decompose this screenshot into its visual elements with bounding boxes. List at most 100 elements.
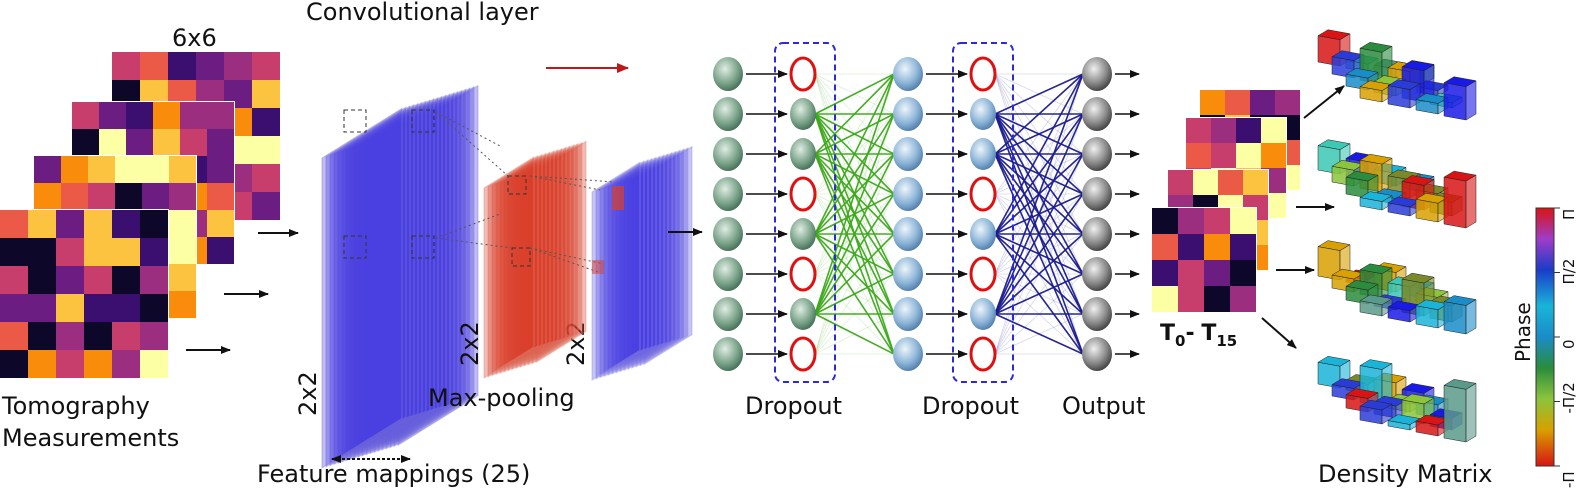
heatmap-cell <box>99 129 126 156</box>
pooled-feature <box>592 260 604 274</box>
dense-edge-navy <box>994 233 1084 315</box>
dropout-kept-node <box>970 218 996 250</box>
hidden-node <box>893 177 923 211</box>
filter-link <box>529 175 601 191</box>
conv-layer <box>321 107 403 469</box>
heatmap-cell <box>153 102 180 129</box>
heatmap-cell <box>252 136 280 164</box>
filter-link <box>435 111 509 177</box>
heatmap-cell <box>56 210 84 238</box>
dropout-kept-node <box>790 298 816 330</box>
filter-link <box>529 175 615 183</box>
heatmap-cell <box>140 52 168 80</box>
bar-front <box>1443 385 1467 443</box>
tomogram-cell <box>1236 118 1261 143</box>
heatmap-cell <box>84 210 112 238</box>
filter-window <box>343 235 367 259</box>
output-node <box>1082 297 1112 331</box>
heatmap-cell <box>169 291 196 318</box>
dense-edge-green <box>814 73 895 315</box>
tomogram-cell <box>1178 260 1204 286</box>
hidden-node <box>893 137 923 171</box>
hidden-node <box>893 257 923 291</box>
heatmap-cell <box>207 183 234 210</box>
tomogram-cell <box>1211 143 1236 168</box>
heatmap-cell <box>0 238 28 266</box>
dropout-kept-node <box>790 98 816 130</box>
pooled-feature <box>612 186 624 210</box>
dense-edge-navy <box>994 233 1084 355</box>
density-matrix-plot <box>1317 356 1477 443</box>
heatmap-cell <box>56 294 84 322</box>
tomogram-cell <box>1261 143 1286 168</box>
heatmap-cell <box>112 322 140 350</box>
dense-edge-navy <box>994 73 1084 235</box>
heatmap-cell <box>34 183 61 210</box>
heatmap-cell <box>140 322 168 350</box>
dropped-node <box>789 256 817 292</box>
conv-connection-lines <box>343 109 624 274</box>
dense-edge-green <box>814 73 895 235</box>
colorbar-title: Phase <box>1511 302 1535 362</box>
heatmap-cell <box>140 294 168 322</box>
output-node <box>1082 217 1112 251</box>
dense-edge-navy <box>994 73 1084 155</box>
filter-window <box>511 247 531 267</box>
dense-edge-green <box>814 153 895 355</box>
dense-edge-navy <box>994 73 1084 195</box>
colorbar-tick-label: -Π/2 <box>1560 382 1578 413</box>
heatmap-cell <box>142 183 169 210</box>
heatmap-cell <box>252 108 280 136</box>
heatmap-cell <box>84 322 112 350</box>
dense-edge-navy <box>994 313 1084 355</box>
dense-edge-navy <box>994 73 1084 275</box>
heatmap-cell <box>84 238 112 266</box>
tomogram-cell <box>1250 90 1275 115</box>
heatmap-cell <box>168 52 196 80</box>
heatmap-cell <box>112 350 140 378</box>
dense-edge-navy <box>994 73 1084 315</box>
dense-edge-green <box>814 73 895 355</box>
hidden-node <box>893 337 923 371</box>
heatmap-cell <box>28 350 56 378</box>
dropped-node <box>969 256 997 292</box>
output-node <box>1082 137 1112 171</box>
heatmap-cell <box>84 266 112 294</box>
dense-edge-navy <box>994 113 1084 155</box>
density-matrix-plot <box>1317 240 1477 335</box>
heatmap-cell <box>252 52 280 80</box>
output-label: Output <box>1062 392 1145 420</box>
heatmap-cell <box>169 156 196 183</box>
tomogram-cell <box>1204 260 1230 286</box>
tomogram-cell <box>1178 234 1204 260</box>
tomogram-cell <box>1204 208 1230 234</box>
tomogram-cell <box>1200 90 1225 115</box>
heatmap-cell <box>169 210 196 237</box>
dense-edge-green <box>814 113 895 235</box>
dense-edge-navy <box>994 113 1084 315</box>
bar-front <box>1443 176 1467 229</box>
heatmap-cell <box>0 322 28 350</box>
heatmap-cell <box>126 129 153 156</box>
dense-edge-navy <box>994 273 1084 315</box>
colorbar-tick-label: 0 <box>1560 339 1578 349</box>
dropout-kept-node <box>970 98 996 130</box>
hidden-node <box>893 217 923 251</box>
tomogram-output-stack <box>1151 89 1301 313</box>
heatmap-cell <box>56 238 84 266</box>
tomogram-cell <box>1204 234 1230 260</box>
heatmap-cell <box>140 210 168 238</box>
tomography-label-line2: Measurements <box>2 424 179 452</box>
tomogram-cell <box>1168 170 1193 195</box>
dense-edge-green <box>814 273 895 355</box>
heatmap-cell <box>252 192 280 220</box>
phase-colorbar <box>1535 207 1555 467</box>
pool-layer <box>483 156 535 379</box>
dense-edge-navy <box>994 73 1084 115</box>
t-range-label: T0-T15 <box>1160 321 1237 350</box>
heatmap-cell <box>169 264 196 291</box>
tomogram-cell <box>1236 143 1261 168</box>
kernel-label-a: 2x2 <box>294 371 322 416</box>
input-node <box>713 297 743 331</box>
